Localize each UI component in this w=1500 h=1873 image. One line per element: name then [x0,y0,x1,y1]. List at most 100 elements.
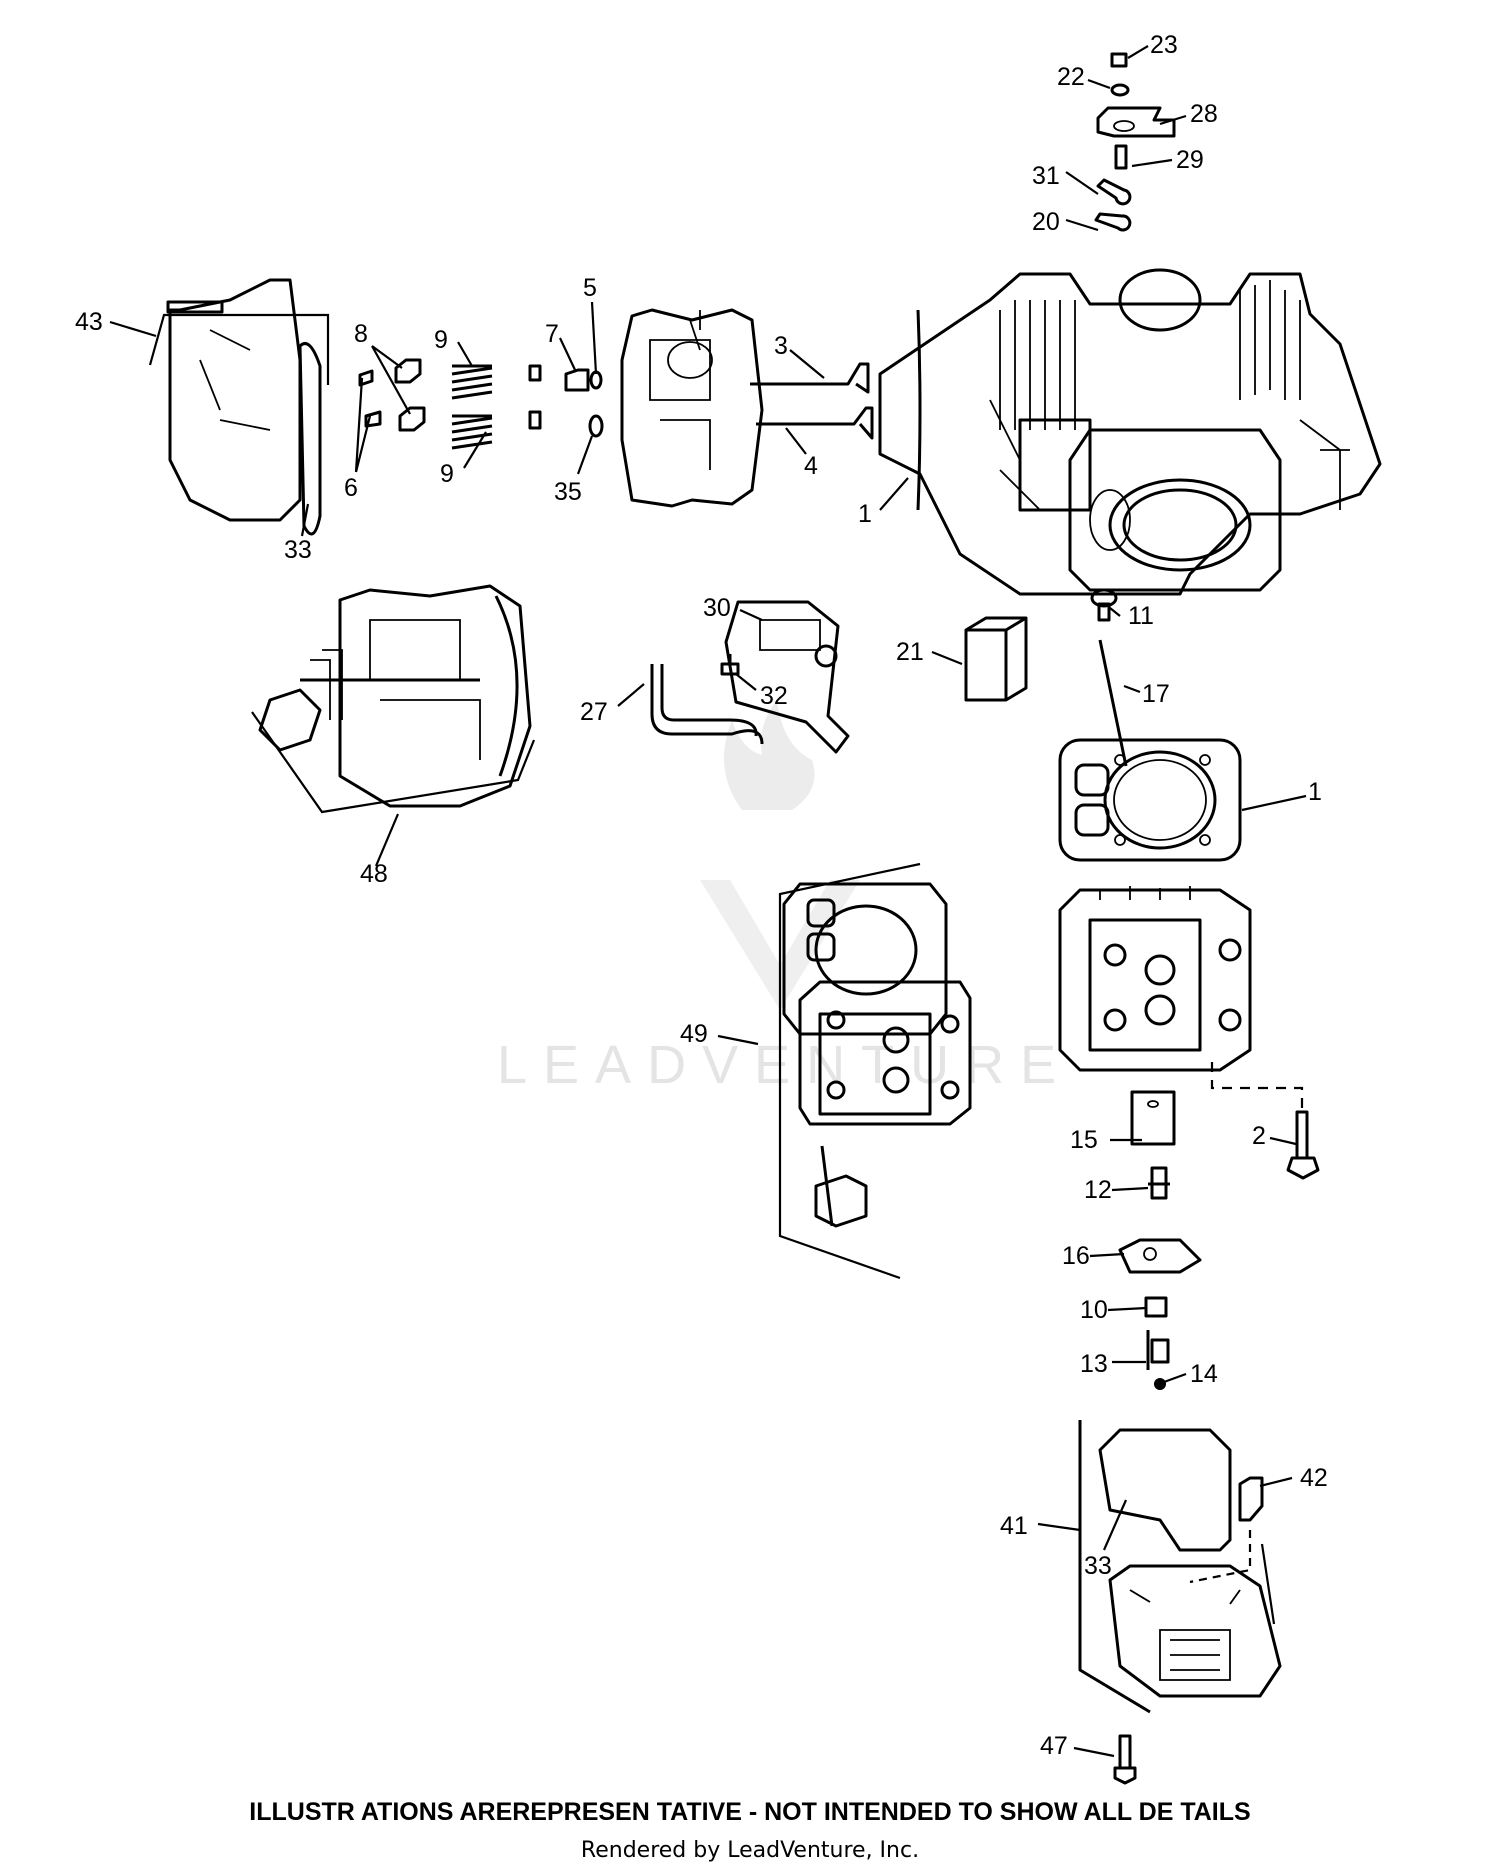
part-48-head-assembly [251,584,536,814]
leader-28 [1159,114,1187,126]
leader-43 [109,320,157,338]
part-12-pivot [1148,1166,1170,1200]
part-2-head-bolt [1286,1110,1320,1180]
part-30-cover-plate [724,600,850,754]
cylinder-head-left-view [620,308,764,508]
callout-23: 23 [1150,31,1178,59]
callout-20: 20 [1032,208,1060,236]
leader-4 [785,427,807,455]
part-42-breather [1238,1476,1264,1522]
part-7-seal [528,364,590,430]
leader-23 [1127,45,1149,59]
leader-3 [789,349,825,379]
callout-9-top: 9 [434,326,448,354]
callout-33-right: 33 [1084,1552,1112,1580]
part-27-hose [650,664,764,745]
part-9-springs [451,364,493,450]
callout-4: 4 [804,452,818,480]
leader-21 [931,650,963,666]
part-21-filter [964,616,1028,702]
part-11-plug [1090,588,1118,622]
part-17-push-rod [1098,639,1128,767]
leader-9b [463,431,487,469]
leader-2 [1269,1136,1297,1146]
part-20-terminal [1094,212,1132,232]
callout-3: 3 [774,332,788,360]
part-13-adjuster [1146,1330,1170,1370]
leader-9a [457,341,473,367]
callout-7: 7 [545,320,559,348]
part-1-head-gasket [1058,738,1242,862]
leader-48 [374,813,400,867]
callout-42: 42 [1300,1464,1328,1492]
callout-2: 2 [1252,1122,1266,1150]
leader-7 [559,337,577,373]
leader-22 [1087,78,1111,90]
callout-15: 15 [1070,1126,1098,1154]
part-31-terminal [1096,178,1132,206]
callout-1-top: 1 [858,500,872,528]
callout-16: 16 [1062,1242,1090,1270]
part-49-head-assembly [778,862,972,1280]
disclaimer-text: ILLUSTR ATIONS AREREPRESEN TATIVE - NOT … [249,1798,1251,1826]
callout-13: 13 [1080,1350,1108,1378]
leader-12 [1111,1186,1149,1192]
leader-49 [717,1034,759,1046]
valve-cover-assembly [1078,1420,1282,1714]
cylinder-head [1058,886,1252,1072]
leader-31 [1065,171,1099,195]
leader-42 [1259,1476,1293,1488]
leader-41 [1037,1522,1081,1532]
crankcase-block [878,268,1382,596]
callout-35: 35 [554,478,582,506]
part-5-cap [589,370,603,390]
callout-6: 6 [344,474,358,502]
leader-16 [1089,1252,1125,1258]
callout-33-left: 33 [284,536,312,564]
callout-14: 14 [1190,1360,1218,1388]
callout-5: 5 [583,274,597,302]
part-33-seal-left [298,342,322,536]
callout-43: 43 [75,308,103,336]
leader-33b [1102,1499,1128,1551]
leader-1a [879,477,909,511]
callout-47: 47 [1040,1732,1068,1760]
part-15-plate [1130,1090,1176,1146]
leader-1b [1241,794,1307,812]
leader-47 [1073,1746,1115,1758]
callout-21: 21 [896,638,924,666]
part-23-nut [1110,52,1128,68]
part-32-screw [720,654,740,676]
leader-27 [617,683,645,707]
part-14-locknut [1154,1378,1166,1390]
callout-31: 31 [1032,162,1060,190]
callout-labels: 23 22 28 29 31 20 43 8 9 7 5 3 6 9 35 4 … [75,31,1328,1760]
leader-17 [1123,684,1141,694]
callout-9-bottom: 9 [440,460,454,488]
leader-32 [735,673,757,691]
part-43-valve-cover-left [166,278,302,522]
callout-28: 28 [1190,100,1218,128]
leadventure-watermark: LEADVENTURE [497,700,1072,1095]
part-22-washer [1110,83,1130,97]
watermark-text: LEADVENTURE [497,1035,1072,1095]
part-28-bracket [1096,106,1176,138]
leader-14 [1163,1372,1187,1384]
dashed-leader-2 [1210,1062,1304,1108]
callout-12: 12 [1084,1176,1112,1204]
leader-29 [1131,158,1173,168]
part-10-nut [1144,1296,1168,1318]
callout-1-right: 1 [1308,778,1322,806]
callout-29: 29 [1176,146,1204,174]
leader-35 [576,435,594,475]
callout-8: 8 [354,320,368,348]
callout-32: 32 [760,682,788,710]
callout-41: 41 [1000,1512,1028,1540]
part-6-keepers [358,369,382,428]
leader-33a [300,503,310,537]
part-1-gasket-side [916,309,922,511]
part-3-intake-valve [750,362,870,394]
leader-11 [1109,607,1121,617]
leader-30 [739,608,763,622]
